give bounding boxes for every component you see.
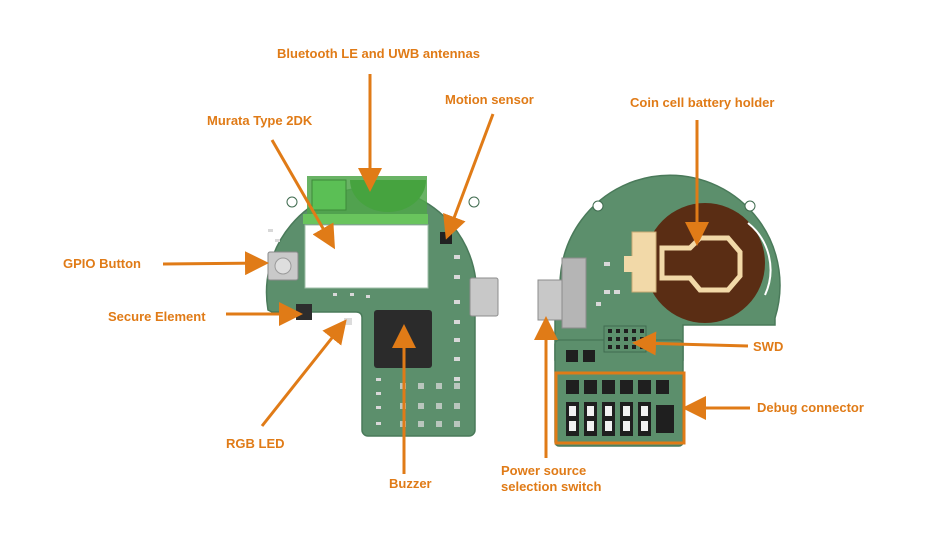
- coin-cell-holder: [645, 203, 765, 323]
- arrow-swd: [632, 331, 749, 356]
- label-murata: Murata Type 2DK: [207, 113, 313, 128]
- front-board: [265, 176, 499, 437]
- secure-element-chip: [296, 304, 312, 320]
- label-rgb-led: RGB LED: [226, 436, 285, 451]
- label-gpio-button: GPIO Button: [63, 256, 141, 271]
- label-motion-sensor: Motion sensor: [445, 92, 534, 107]
- arrow-gpio-button: [162, 251, 269, 276]
- label-buzzer: Buzzer: [389, 476, 432, 491]
- murata-module: [304, 224, 429, 289]
- label-power-switch-line1: Power source: [501, 463, 587, 478]
- label-secure-element: Secure Element: [108, 309, 206, 324]
- label-debug-connector: Debug connector: [757, 400, 864, 415]
- arrow-motion-sensor: [443, 113, 495, 240]
- label-coin-cell: Coin cell battery holder: [630, 95, 775, 110]
- label-antennas: Bluetooth LE and UWB antennas: [277, 46, 480, 61]
- back-board: [537, 174, 781, 447]
- rgb-led-part: [344, 318, 352, 325]
- arrow-rgb-led: [260, 319, 347, 427]
- motion-sensor-chip: [440, 232, 452, 244]
- arrow-murata: [270, 139, 335, 250]
- label-power-switch-line2: selection switch: [501, 479, 602, 494]
- label-swd: SWD: [753, 339, 784, 354]
